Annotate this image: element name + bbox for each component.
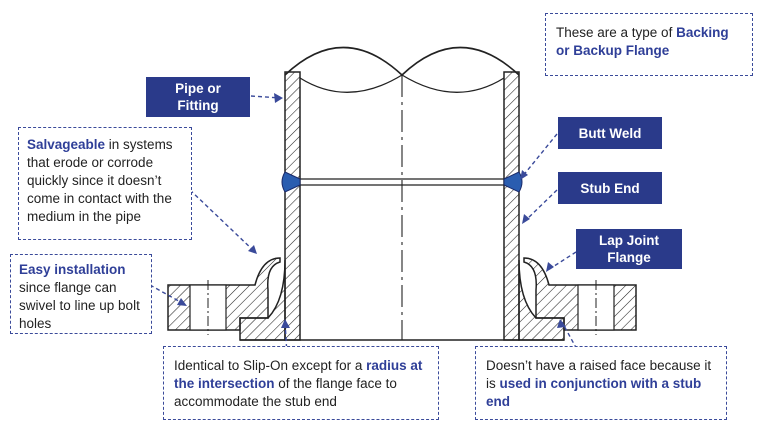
salvageable-highlight: Salvageable — [27, 137, 106, 152]
identical-note-post: of the flange face to accommodate the st… — [174, 376, 397, 409]
lap-joint-flange-label: Lap Joint Flange — [576, 229, 682, 269]
salvageable-text: in systems that erode or corrode quickly… — [27, 137, 173, 224]
stub-end-lap — [239, 259, 565, 341]
raised-face-note: Doesn’t have a raised face because it is… — [475, 346, 727, 420]
pipe-or-fitting-label: Pipe or Fitting — [146, 77, 250, 117]
salvageable-note: Salvageable in systems that erode or cor… — [18, 127, 192, 240]
lap-joint-flange-line2: Flange — [607, 250, 651, 265]
pipe-wall-left — [284, 71, 301, 341]
pipe-or-fitting-line2: Fitting — [177, 98, 219, 113]
stub-end-label: Stub End — [558, 172, 662, 204]
stub-end-text: Stub End — [580, 180, 640, 196]
flange-left — [167, 257, 281, 335]
lap-joint-flange-line1: Lap Joint — [599, 233, 659, 248]
identical-note-highlight: radius at the intersection — [174, 358, 423, 391]
butt-weld-seam — [281, 171, 523, 193]
leader-lines — [149, 95, 581, 356]
easy-installation-note: Easy installation since flange can swive… — [10, 254, 152, 334]
pipe-cut-top — [284, 46, 520, 77]
backing-note-highlight: Backing or Backup Flange — [556, 25, 729, 58]
identical-note-pre: Identical to Slip-On except for a — [174, 358, 367, 373]
backing-note-pre: These are a type of — [556, 25, 677, 40]
leader-arrowheads — [177, 93, 566, 328]
butt-weld-label: Butt Weld — [558, 117, 662, 149]
pipe-wall-right — [503, 71, 520, 341]
butt-weld-text: Butt Weld — [578, 125, 642, 141]
easy-installation-highlight: Easy installation — [19, 262, 126, 277]
raised-face-pre: Doesn’t have a raised face because it is — [486, 358, 712, 391]
easy-installation-text: since flange can swivel to line up bolt … — [19, 280, 140, 331]
backing-flange-note: These are a type of Backing or Backup Fl… — [545, 13, 753, 76]
raised-face-highlight: used in conjunction with a stub end — [486, 376, 702, 409]
flange-right — [523, 257, 637, 335]
identical-slip-on-note: Identical to Slip-On except for a radius… — [163, 346, 439, 420]
pipe-or-fitting-line1: Pipe or — [175, 81, 221, 96]
